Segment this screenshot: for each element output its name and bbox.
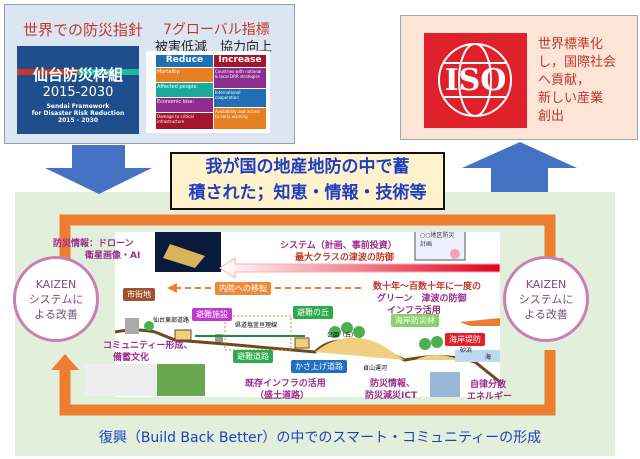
target-cell: Mortality: <box>156 68 213 82</box>
flow-arrows <box>45 142 577 194</box>
panel-title: 世界での防災指針 <box>23 21 144 39</box>
indicators-title: 7グローバル指標 <box>163 22 270 38</box>
kaizen-label: システムに <box>518 292 574 306</box>
knowledge-line-1: 我が国の地産地防の中で蓄 <box>205 157 410 177</box>
iso-line: へ貢献， <box>538 73 591 88</box>
sendai-framework-cover: 仙台防災枠組 2015-2030 Sendai Framework for Di… <box>17 46 139 134</box>
iso-line: し，国際社会 <box>538 55 617 70</box>
beach-label: 砂浜 <box>460 347 473 354</box>
pref-road-label: 県道塩釜亘理線 <box>235 322 278 329</box>
ict-label: 防災情報、 <box>370 379 416 389</box>
iso-text: ISO <box>444 63 507 98</box>
up-arrow-icon <box>462 142 577 192</box>
coastal-forest-tag: 海岸防災林 <box>391 314 439 327</box>
bottom-title: 復興（Build Back Better）の中でのスマート・コミュニティーの形成 <box>98 430 542 446</box>
target-cell: Countries with national & local DRR stra… <box>214 68 266 88</box>
trees-icon <box>144 321 443 350</box>
accumulated-knowledge-box: 我が国の地産地防の中で蓄 積された；知恵・情報・技術等 <box>170 152 445 210</box>
max-tsunami-label: 最大クラスの津波の防御 <box>295 253 394 263</box>
embankment-label: （盛土道路） <box>255 391 310 401</box>
coastal-diagram: 防災情報：ドローン 衛星画像・AI システム（計画、事前投資） 最大クラスの津波… <box>53 232 512 402</box>
system-label: システム（計画、事前投資） <box>280 241 397 251</box>
relocation-tag: 内陸への移転 <box>215 282 271 295</box>
kaizen-label: KAIZEN <box>35 277 77 291</box>
evac-facility-tag: 避難施設 <box>192 308 232 321</box>
ict-label-2: 防災減災ICT <box>365 391 418 401</box>
loop-bottom <box>59 350 556 416</box>
iso-line: 新しい産業 <box>538 91 604 106</box>
iso-logo: ISO <box>424 33 527 128</box>
kaizen-circle-right: KAIZEN システムに よる改善 <box>503 256 589 342</box>
sendai-road-label: 仙台東部道路 <box>153 317 190 324</box>
target-cell: Damage to critical infrastructure <box>156 113 213 129</box>
arrow-up-icon <box>51 354 79 370</box>
iso-line: 世界標準化 <box>538 37 604 52</box>
cover-en3: 2015 - 2030 <box>57 117 99 124</box>
evac-road-tag: 避難道路 <box>233 350 273 363</box>
infra-label: 既存インフラの活用 <box>245 379 326 389</box>
target-cell: Affected people: <box>156 83 213 97</box>
global-guidelines-panel: 世界での防災指針 7グローバル指標 被害低減 協力向上 仙台防災枠組 2015-… <box>4 4 295 144</box>
evac-hill-tag: 避難の丘 <box>293 306 333 319</box>
canal-label: 貞山運河 <box>363 365 388 372</box>
reduce-header: Reduce <box>156 55 213 67</box>
sea-label: 海 <box>485 354 492 361</box>
iso-line: 創出 <box>538 109 565 124</box>
drone-info-label: 防災情報：ドローン <box>53 239 134 249</box>
community-label: コミュニティー形成、 <box>103 341 193 351</box>
sea-area <box>455 350 500 362</box>
energy-label: 自律分散 <box>470 380 507 390</box>
cover-en2: for Disaster Risk Reduction <box>31 110 125 117</box>
target-cell: Availability and access to early warning <box>214 108 266 129</box>
iso-description: 世界標準化 し，国際社会 へ貢献， 新しい産業 創出 <box>538 36 616 126</box>
plan-board <box>414 232 466 261</box>
city-tag: 市街地 <box>123 288 155 301</box>
down-arrow-icon <box>45 145 152 194</box>
presenter-icon <box>450 249 460 259</box>
knowledge-line-2: 積された；知恵・情報・技術等 <box>188 183 427 203</box>
kaizen-label: よる改善 <box>34 307 78 321</box>
plan-board-label: ○○地区防災計画 <box>420 232 455 248</box>
infra-use-label: インフラ活用 <box>387 306 441 316</box>
satellite-label: 衛星画像・AI <box>85 251 141 261</box>
globe-icon <box>438 43 512 117</box>
speaker-tower-image <box>430 372 460 397</box>
kaizen-label: KAIZEN <box>525 277 567 291</box>
satellite-icon <box>163 244 205 268</box>
tsunami-label: 数十年〜百数十年に一度の <box>373 282 482 292</box>
target-cell: Economic loss: <box>156 98 213 112</box>
park-label: 公園（丘） <box>327 332 358 339</box>
raised-road-tag: かさ上げ道路 <box>291 360 347 373</box>
iso-panel: ISO 世界標準化 し，国際社会 へ貢献， 新しい産業 創出 <box>400 15 638 140</box>
cover-en1: Sendai Framework <box>46 103 110 110</box>
kaizen-label: よる改善 <box>524 307 568 321</box>
tsunami-arrow <box>460 318 500 326</box>
target-cell: International cooperation <box>214 89 266 107</box>
community-photos <box>85 364 205 396</box>
energy-label-2: エネルギー <box>467 392 513 402</box>
loop-top <box>59 214 556 268</box>
green-infra-label: グリーン 津波の防御 <box>377 294 467 304</box>
stockpile-label: 備蓄文化 <box>113 353 150 363</box>
kaizen-circle-left: KAIZEN システムに よる改善 <box>13 256 99 342</box>
cover-years: 2015-2030 <box>42 85 114 100</box>
increase-header: Increase <box>214 55 266 67</box>
cover-title: 仙台防災枠組 <box>32 66 123 84</box>
global-targets-chart: Reduce Increase Mortality: Affected peop… <box>146 51 270 133</box>
system-arrow <box>219 257 500 279</box>
seawall-tag: 海岸堤防 <box>445 333 485 346</box>
terrain-graphic <box>115 232 500 384</box>
building-icon <box>125 318 139 334</box>
kaizen-label: システムに <box>28 292 84 306</box>
